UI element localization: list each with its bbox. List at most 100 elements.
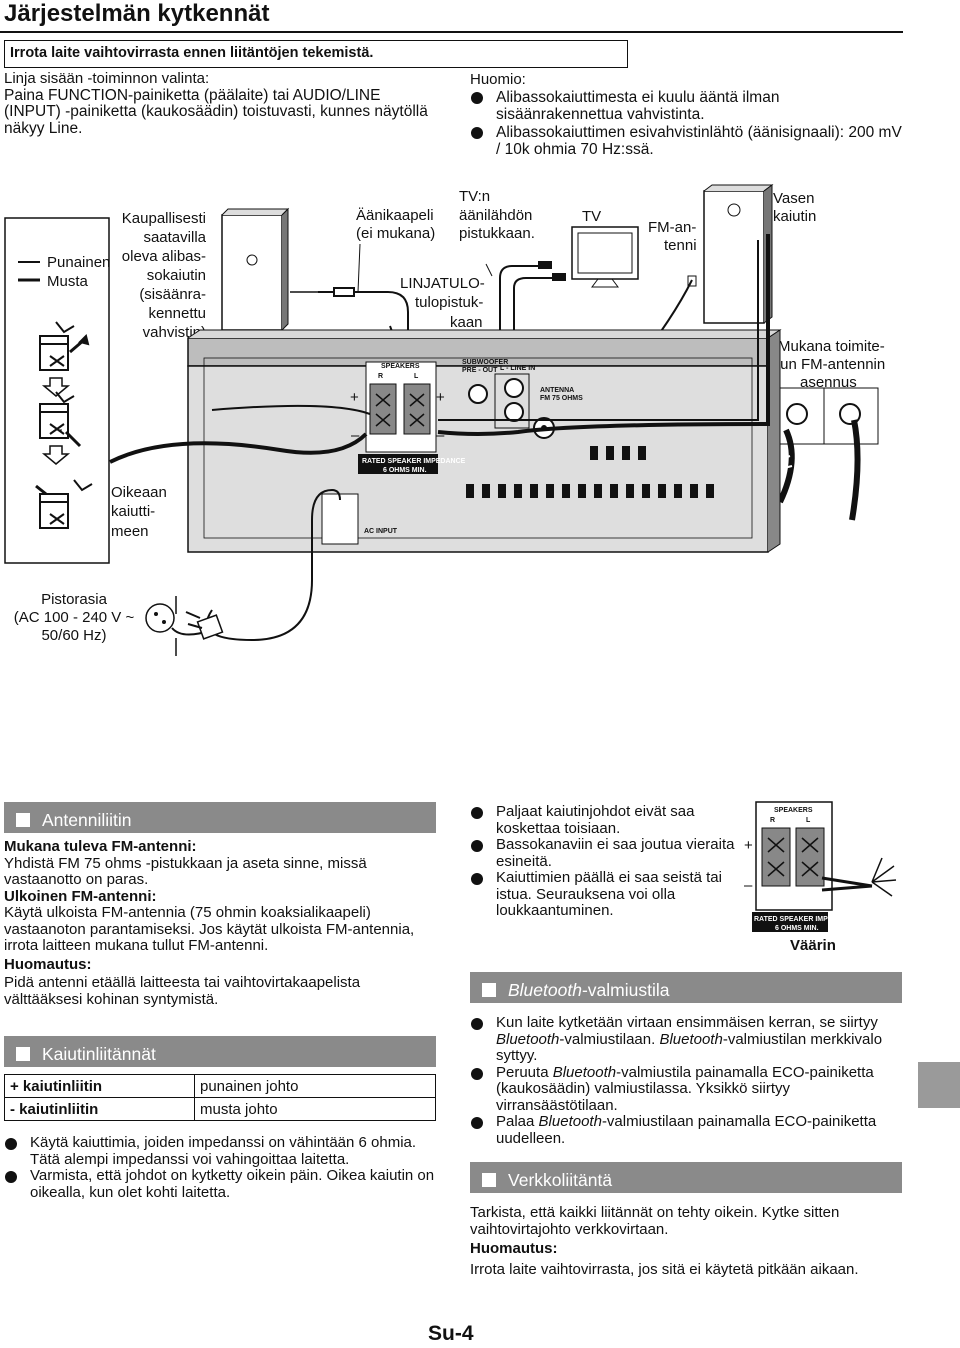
svg-text:+: + <box>744 837 753 854</box>
network-note-heading: Huomautus: <box>470 1240 558 1257</box>
bluetooth-bullet: Kun laite kytketään virtaan ensimmäisen … <box>470 1014 902 1065</box>
bluetooth-heading: Bluetooth-valmiustila <box>508 979 670 1000</box>
square-bullet-icon <box>16 813 30 827</box>
network-text: Tarkista, että kaikki liitännät on tehty… <box>470 1204 840 1238</box>
svg-text:asennus: asennus <box>800 374 857 391</box>
minus-sign: – <box>351 427 360 444</box>
antenna-section: Antenniliitin Mukana tuleva FM-antenni: … <box>4 802 436 1008</box>
small-impedance-label: RATED SPEAKER IMPEDANCE <box>754 916 858 923</box>
bluetooth-bullet: Peruuta Bluetooth-valmiustila painamalla… <box>470 1064 902 1115</box>
square-bullet-icon <box>16 1047 30 1061</box>
svg-text:oleva alibas-: oleva alibas- <box>122 248 206 265</box>
arrow-down-icon <box>41 445 71 465</box>
chapter-tab <box>918 1062 960 1108</box>
svg-text:+: + <box>436 389 445 406</box>
subwoofer-label: Kaupallisesti saatavilla oleva alibas- s… <box>122 210 207 341</box>
warning-bullet: Kaiuttimien päällä ei saa seistä tai ist… <box>470 869 740 920</box>
network-heading: Verkkoliitäntä <box>508 1169 613 1190</box>
fm-install-label: Mukana toimite- <box>778 338 885 355</box>
svg-text:–: – <box>436 427 445 444</box>
panel-impedance-label: RATED SPEAKER IMPEDANCE <box>362 458 466 465</box>
table-row: + kaiutinliitin punainen johto <box>4 1074 436 1098</box>
svg-text:tenni: tenni <box>664 237 697 254</box>
svg-text:L: L <box>414 373 419 380</box>
small-speakers-label: SPEAKERS <box>774 807 813 814</box>
audio-cable-label: Äänikaapeli <box>356 207 434 224</box>
svg-text:R: R <box>770 817 775 824</box>
svg-text:kaiutti-: kaiutti- <box>111 503 155 520</box>
panel-antenna-label: ANTENNA <box>540 387 574 394</box>
svg-text:–: – <box>744 877 753 894</box>
outdoor-antenna-text: Käytä ulkoista FM-antennia (75 ohmin koa… <box>4 904 415 954</box>
network-note-text: Irrota laite vaihtovirrasta, jos sitä ei… <box>470 1260 859 1278</box>
speaker-bullet: Käytä kaiuttimia, joiden impedanssi on v… <box>4 1134 436 1168</box>
legend-red: Punainen <box>47 254 110 271</box>
svg-text:kaan: kaan <box>450 314 483 331</box>
panel-ac-input-label: AC INPUT <box>364 528 398 535</box>
line-in-instructions: Linja sisään -toiminnon valinta: Paina F… <box>4 70 436 137</box>
shorted-wire <box>821 876 873 892</box>
right-speaker-label: Oikeaan <box>111 484 167 501</box>
svg-text:saatavilla: saatavilla <box>143 229 206 246</box>
svg-text:Pistorasia: Pistorasia <box>41 591 108 608</box>
huomio-bullet: Alibassokaiuttimesta ei kuulu ääntä ilma… <box>470 89 902 124</box>
svg-text:PRE - OUT: PRE - OUT <box>462 367 498 374</box>
wrong-label: Väärin <box>790 937 836 954</box>
svg-text:L: L <box>806 817 811 824</box>
svg-text:(ei mukana): (ei mukana) <box>356 225 435 242</box>
warning-bullet: Paljaat kaiutinjohdot eivät saa kosketta… <box>470 803 740 837</box>
main-unit-panel: SPEAKERS R L + + – – RATED SPEAKER IMPED… <box>187 329 782 553</box>
antenna-heading-bar: Antenniliitin <box>4 802 436 833</box>
svg-text:6 OHMS MIN.: 6 OHMS MIN. <box>383 467 427 474</box>
svg-text:6 OHMS MIN.: 6 OHMS MIN. <box>775 925 819 932</box>
speaker-table: + kaiutinliitin punainen johto - kaiutin… <box>4 1074 436 1121</box>
arrow-down-icon <box>41 377 71 397</box>
audio-cable <box>318 287 409 348</box>
bluetooth-heading-bar: Bluetooth-valmiustila <box>470 972 902 1003</box>
page-number: Su-4 <box>428 1322 474 1345</box>
legend-box <box>4 217 110 564</box>
svg-text:äänilähdön: äänilähdön <box>459 207 532 224</box>
antenna-note-heading: Huomautus: <box>4 955 92 973</box>
rca-cable <box>499 265 556 348</box>
wiring-warnings: Paljaat kaiutinjohdot eivät saa kosketta… <box>470 803 740 920</box>
svg-text:(AC 100 - 240 V ~: (AC 100 - 240 V ~ <box>14 609 135 626</box>
speaker-heading: Kaiutinliitännät <box>42 1043 156 1064</box>
subwoofer-icon <box>221 207 290 331</box>
svg-text:kaiutin: kaiutin <box>773 208 816 225</box>
warning-bullet: Bassokanaviin ei saa joutua vieraita esi… <box>470 836 740 870</box>
svg-text:meen: meen <box>111 523 149 540</box>
right-speaker-wire <box>109 432 368 464</box>
table-cell: - kaiutinliitin <box>4 1097 195 1121</box>
warning-text: Irrota laite vaihtovirrasta ennen liitän… <box>10 45 374 61</box>
ac-cord <box>206 488 341 642</box>
svg-text:kennettu: kennettu <box>148 305 206 322</box>
speaker-bullet: Varmista, että johdot on kytketty oikein… <box>4 1167 436 1201</box>
plug-icon <box>185 611 224 640</box>
antenna-note-text: Pidä antenni etäällä laitteesta tai vaih… <box>4 974 361 1008</box>
line-in-label: LINJATULO- <box>400 275 485 292</box>
svg-text:(sisäänra-: (sisäänra- <box>139 286 206 303</box>
outdoor-antenna-heading: Ulkoinen FM-antenni: <box>4 887 157 905</box>
warning-box: Irrota laite vaihtovirrasta ennen liitän… <box>4 40 628 68</box>
svg-text:tulopistuk-: tulopistuk- <box>415 294 483 311</box>
svg-text:Kaupallisesti: Kaupallisesti <box>122 210 206 227</box>
connection-diagram: Punainen Musta Oikeaan kaiutti- meen Kau… <box>4 184 885 656</box>
line-in-text: Paina FUNCTION-painiketta (päälaite) tai… <box>4 86 428 137</box>
wrong-wiring-diagram: SPEAKERS R L + – RATED SPEAKER IMPEDANCE… <box>744 801 897 954</box>
speaker-section: Kaiutinliitännät + kaiutinliitin punaine… <box>4 1036 436 1201</box>
speaker-heading-bar: Kaiutinliitännät <box>4 1036 436 1067</box>
outlet-label: Pistorasia (AC 100 - 240 V ~ 50/60 Hz) <box>14 591 135 644</box>
huomio-heading: Huomio: <box>470 71 526 88</box>
svg-text:sokaiutin: sokaiutin <box>147 267 206 284</box>
huomio-bullet: Alibassokaiuttimen esivahvistinlähtö (ää… <box>470 124 902 159</box>
terminal-release-icon <box>35 479 93 529</box>
terminal-push-icon <box>39 321 90 371</box>
fm-plug-wire <box>777 428 795 504</box>
panel-speakers-label: SPEAKERS <box>381 363 420 370</box>
left-speaker-icon <box>703 184 774 324</box>
svg-text:R: R <box>378 373 383 380</box>
tv-icon <box>571 226 639 288</box>
page-title: Järjestelmän kytkennät <box>4 0 270 27</box>
bluetooth-section: Bluetooth-valmiustila Kun laite kytketää… <box>470 972 902 1147</box>
